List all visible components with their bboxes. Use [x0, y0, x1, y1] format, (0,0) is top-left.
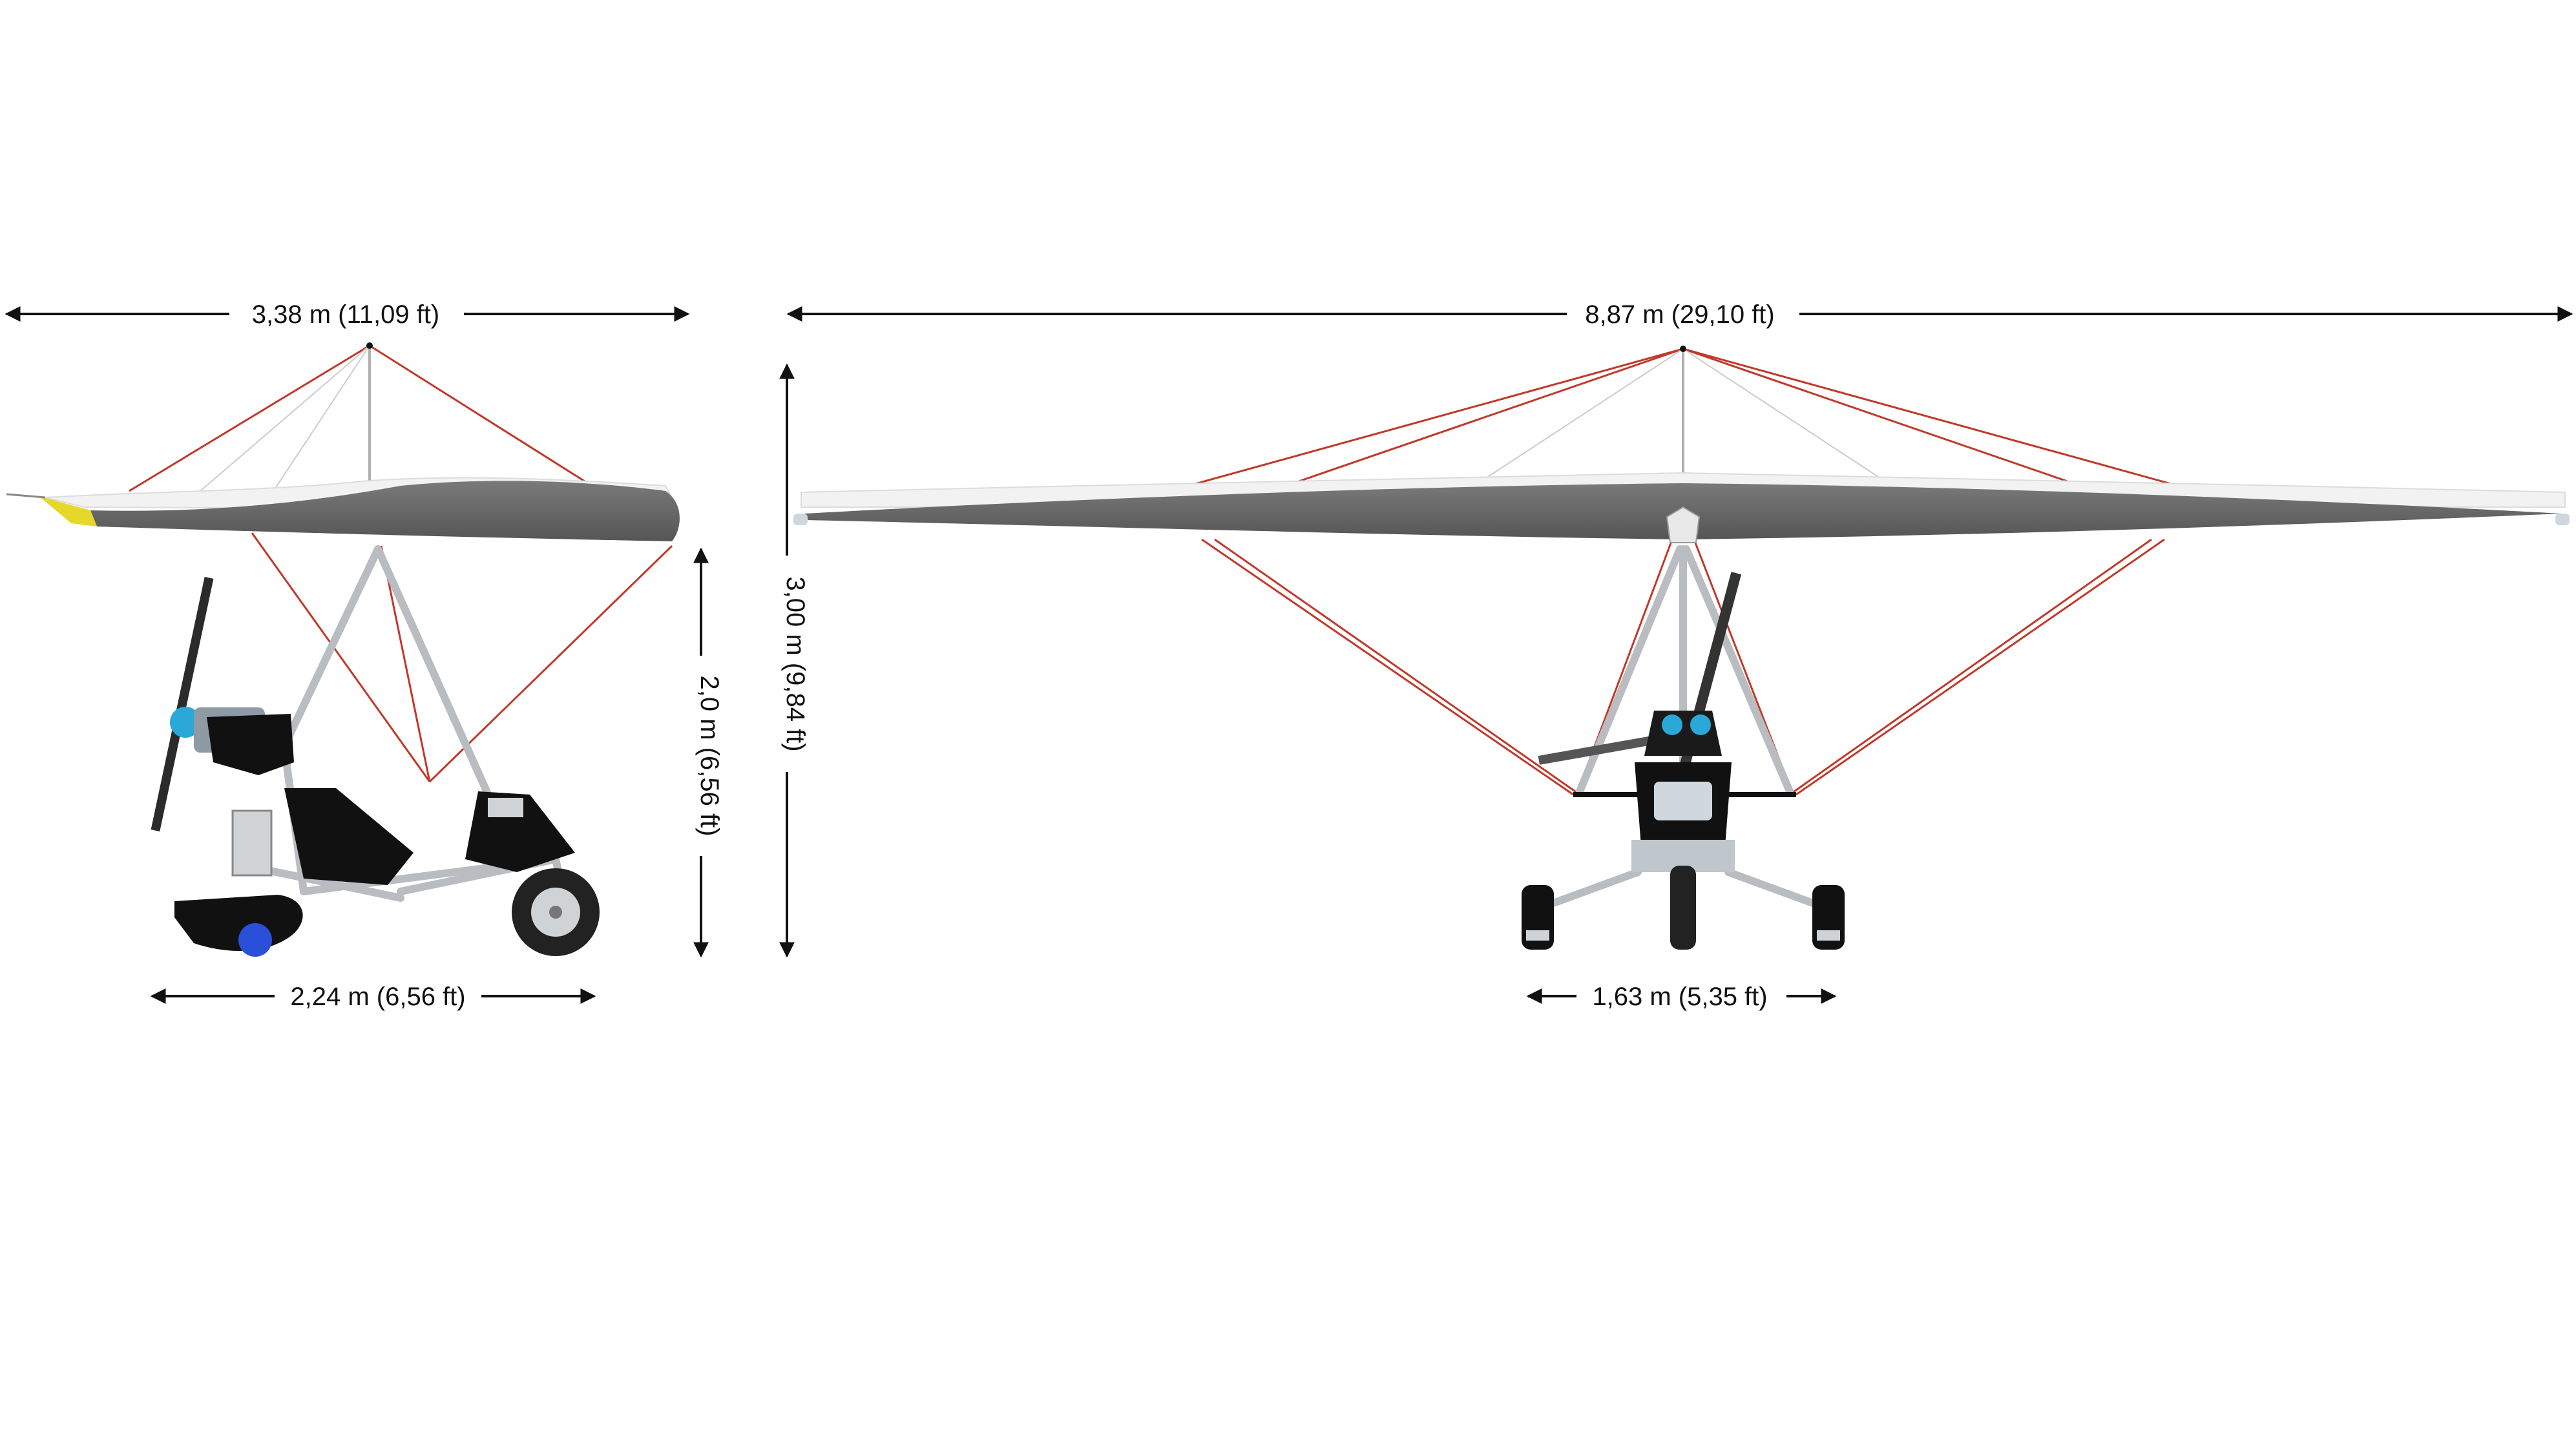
side-height-dimension: 2,0 m (6,56 ft) — [693, 547, 724, 958]
front-right-hub — [1817, 930, 1840, 941]
front-height-label: 3,00 m (9,84 ft) — [781, 576, 810, 751]
front-view — [793, 346, 2570, 950]
front-track-dimension: 1,63 m (5,35 ft) — [1526, 983, 1837, 1011]
front-track-label: 1,63 m (5,35 ft) — [1592, 983, 1767, 1011]
side-wing-trailing-line — [6, 493, 46, 499]
side-wheelbase-dimension: 2,24 m (6,56 ft) — [150, 983, 596, 1011]
side-propeller-hub — [170, 707, 201, 738]
side-rigging-wires-light — [200, 345, 370, 495]
side-length-label: 3,38 m (11,09 ft) — [252, 300, 440, 329]
front-fuel-tank — [1644, 711, 1722, 756]
side-front-wheel-axle — [549, 906, 562, 919]
side-wing-tip-yellow — [39, 496, 97, 526]
side-rear-wheel — [238, 923, 272, 957]
front-span-dimension: 8,87 m (29,10 ft) — [786, 300, 2573, 329]
front-kingpost-top — [1680, 346, 1686, 352]
front-wing-nose — [1666, 506, 1701, 543]
side-view — [6, 342, 680, 957]
front-engine-hub-right — [1690, 714, 1711, 735]
side-fuel-tank — [207, 714, 294, 775]
front-height-dimension: 3,00 m (9,84 ft) — [779, 363, 810, 958]
side-instrument-pod — [488, 798, 523, 817]
side-height-label: 2,0 m (6,56 ft) — [695, 676, 724, 837]
side-engine-box — [231, 809, 273, 877]
side-rigging-cables — [129, 344, 673, 783]
front-nose-wheel — [1670, 866, 1696, 950]
side-rear-seat-fairing — [284, 788, 414, 885]
front-wing-right-tip — [2555, 514, 2570, 525]
side-propeller-blade — [151, 576, 214, 832]
front-windscreen — [1654, 782, 1712, 820]
side-length-dimension: 3,38 m (11,09 ft) — [5, 300, 690, 329]
side-kingpost-top — [366, 342, 373, 349]
front-wing-left-tip — [793, 514, 808, 525]
front-left-hub — [1526, 930, 1549, 941]
front-engine-hub-left — [1662, 714, 1682, 735]
front-rigging-wires-light — [1485, 348, 1881, 479]
front-span-label: 8,87 m (29,10 ft) — [1585, 300, 1774, 329]
side-wing-sail — [90, 481, 680, 541]
side-wheelbase-label: 2,24 m (6,56 ft) — [290, 983, 465, 1011]
